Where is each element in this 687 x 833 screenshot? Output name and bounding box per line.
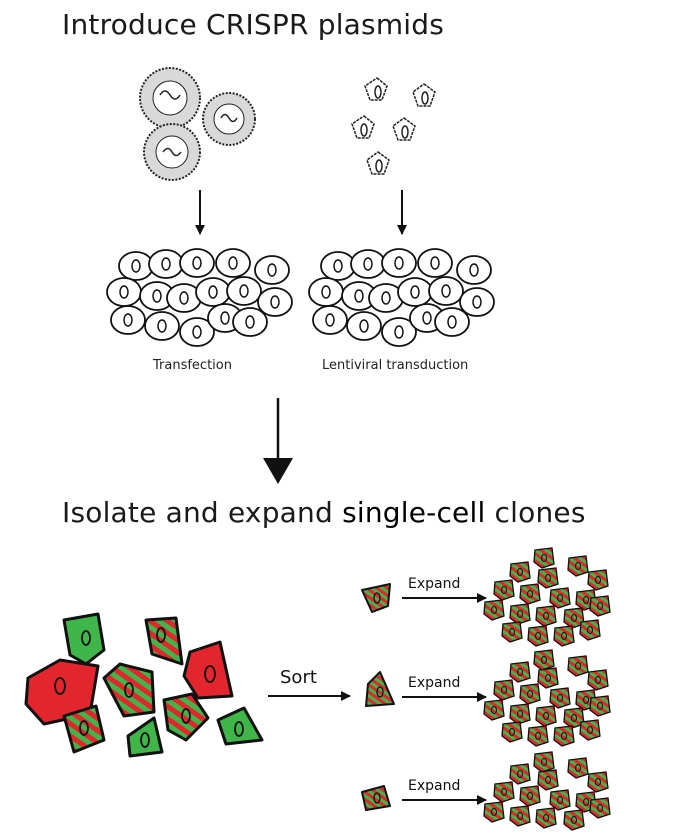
single-clone-1 xyxy=(361,583,391,613)
single-clone-2 xyxy=(365,671,395,707)
expand-label-2: Expand xyxy=(408,675,461,691)
expanded-colony-2 xyxy=(483,649,611,747)
mixed-cell-population xyxy=(24,612,264,758)
main-down-arrow xyxy=(263,398,293,484)
expand-label-3: Expand xyxy=(408,778,461,794)
step2-heading-start: Isolate and expand xyxy=(62,496,343,529)
step1-heading: Introduce CRISPR plasmids xyxy=(62,8,445,41)
method-label-transduction: Lentiviral transduction xyxy=(322,358,469,373)
expand-label-1: Expand xyxy=(408,576,461,592)
step2-heading: Isolate and expand single-cell clones xyxy=(62,496,586,529)
expanded-colony-1 xyxy=(483,547,611,647)
method-label-transfection: Transfection xyxy=(153,358,232,373)
viral-particles xyxy=(351,77,436,175)
step2-heading-emphasis: single-cell xyxy=(342,496,486,529)
sort-label: Sort xyxy=(280,667,317,688)
cell-group-transduction xyxy=(308,248,495,347)
single-clone-3 xyxy=(361,785,391,811)
cell-group-transfection xyxy=(106,248,293,347)
expanded-colony-3 xyxy=(483,751,611,831)
lipid-particles xyxy=(139,67,256,181)
step2-heading-end: clones xyxy=(485,496,586,529)
